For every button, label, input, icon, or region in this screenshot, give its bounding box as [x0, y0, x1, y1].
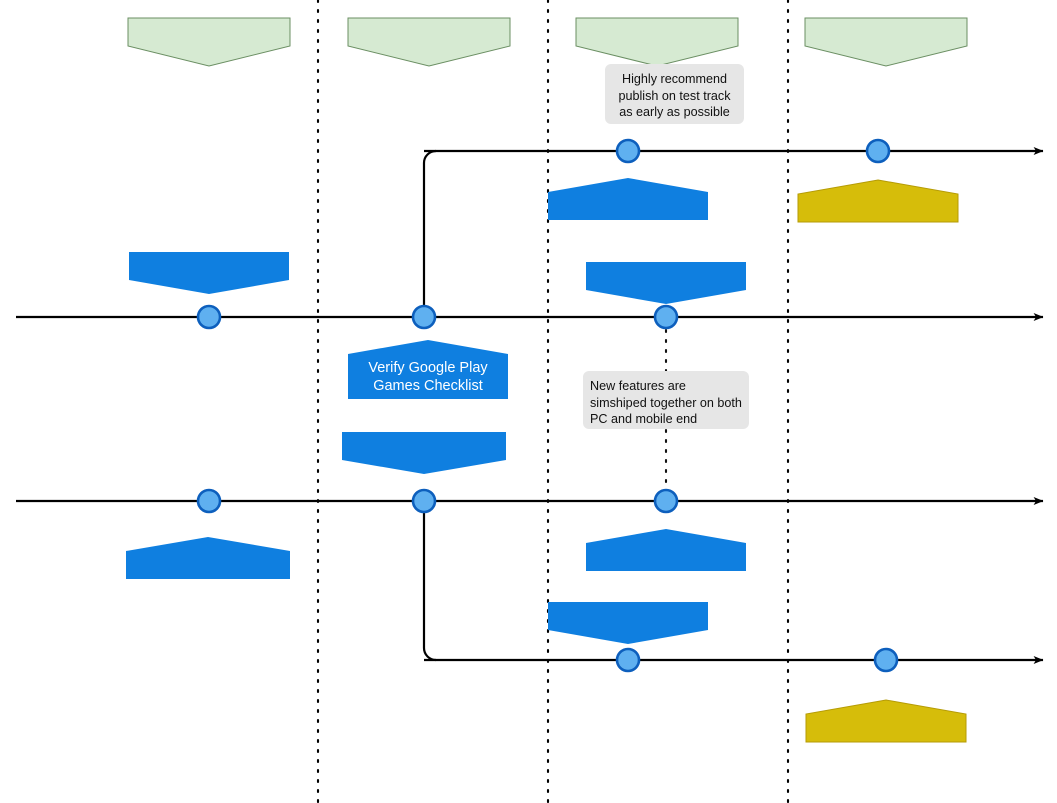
node-review-mobile[interactable] — [873, 647, 899, 673]
badge-shape-badge-develop-pc-build[interactable] — [129, 252, 289, 294]
node-publish-test-track-mob[interactable] — [615, 647, 641, 673]
branch-mobile-to-test-track — [422, 501, 437, 662]
badge-shape-badge-verify-gpg-checklist[interactable] — [348, 340, 508, 399]
note-shape-note-test-track-early — [605, 64, 744, 124]
branch-pc-to-test-track — [422, 149, 437, 317]
note-shape-note-simship — [583, 371, 749, 429]
badge-shape-badge-review-pc[interactable] — [797, 179, 959, 223]
node-publish-test-track-pc[interactable] — [615, 138, 641, 164]
node-develop-pc-build[interactable] — [196, 304, 222, 330]
badge-shape-badge-review-mobile[interactable] — [805, 699, 967, 743]
badge-shape-badge-publish-test-track-mobile[interactable] — [548, 602, 708, 644]
timeline-axis-layer — [16, 147, 1044, 664]
note-shape-layer — [583, 64, 749, 429]
milestone-node-layer — [196, 138, 899, 673]
lane-header-shape-development — [127, 17, 291, 67]
badge-shape-badge-develop-mobile-build[interactable] — [126, 537, 290, 579]
lane-header-shape-layer — [127, 17, 968, 67]
badge-shape-badge-verify-mobile-checklist[interactable] — [342, 432, 506, 474]
node-verify-mobile-checklist[interactable] — [411, 488, 437, 514]
lane-header-shape-checklist — [347, 17, 511, 67]
node-publish-production-pc[interactable] — [653, 304, 679, 330]
badge-shape-badge-publish-production-mobile[interactable] — [586, 529, 746, 571]
node-develop-mobile-build[interactable] — [196, 488, 222, 514]
badge-shape-badge-publish-test-track-pc[interactable] — [548, 178, 708, 220]
node-verify-gpg-checklist[interactable] — [411, 304, 437, 330]
lane-header-shape-review — [804, 17, 968, 67]
badge-shape-layer — [126, 178, 967, 743]
node-publish-production-mob[interactable] — [653, 488, 679, 514]
lane-divider-layer — [316, 0, 790, 803]
lane-header-shape-publishing — [575, 17, 739, 67]
node-review-pc[interactable] — [865, 138, 891, 164]
badge-shape-badge-publish-production-pc[interactable] — [586, 262, 746, 304]
branch-connector-layer — [422, 149, 437, 662]
